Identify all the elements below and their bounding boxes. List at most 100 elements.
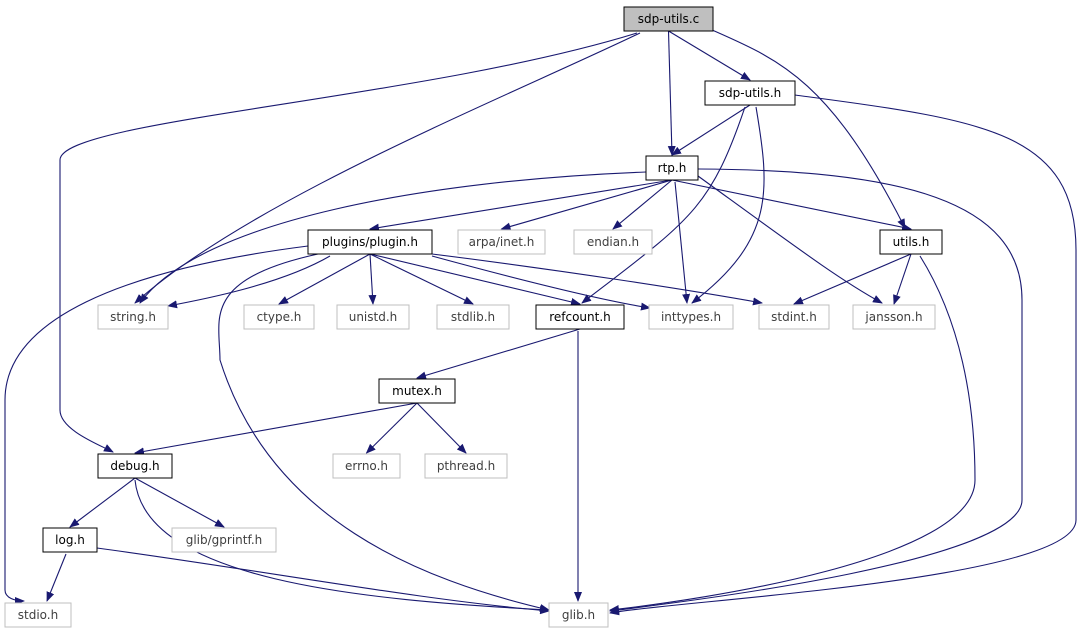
node-box xyxy=(548,602,609,628)
edge-mutex-h-to-pthread-h xyxy=(416,402,467,454)
node-jansson-h[interactable]: jansson.h xyxy=(852,304,936,330)
edge-utils-h-to-jansson-h xyxy=(893,253,912,305)
node-label: mutex.h xyxy=(392,384,442,398)
edge-sdp-utils-h-to-rtp-h xyxy=(671,104,751,156)
node-box xyxy=(623,6,714,32)
node-label: unistd.h xyxy=(349,310,398,324)
edge-plugin-h-to-refcount-h xyxy=(369,253,581,306)
node-box xyxy=(648,304,734,330)
edge-log-h-to-stdio-h xyxy=(46,553,67,602)
node-box xyxy=(573,229,653,255)
node-inttypes-h[interactable]: inttypes.h xyxy=(648,304,734,330)
node-stdlib-h[interactable]: stdlib.h xyxy=(436,304,510,330)
edges-layer xyxy=(4,29,1077,616)
edge-rtp-h-to-plugin-h xyxy=(369,179,673,232)
edge-plugin-h-to-stdio-h xyxy=(4,245,309,605)
node-rtp-h[interactable]: rtp.h xyxy=(645,155,699,181)
node-label: rtp.h xyxy=(658,161,687,175)
node-box xyxy=(42,527,98,553)
node-plugin-h[interactable]: plugins/plugin.h xyxy=(307,229,433,255)
node-debug-h[interactable]: debug.h xyxy=(97,453,173,479)
node-string-h[interactable]: string.h xyxy=(97,304,169,330)
node-box xyxy=(97,304,169,330)
node-label: stdlib.h xyxy=(451,310,495,324)
node-label: string.h xyxy=(110,310,156,324)
node-ctype-h[interactable]: ctype.h xyxy=(243,304,315,330)
edge-sdp-utils-c-to-rtp-h xyxy=(667,30,676,156)
node-sdp-utils-c[interactable]: sdp-utils.c xyxy=(623,6,714,32)
edge-sdp-utils-c-to-sdp-utils-h xyxy=(668,30,751,81)
node-label: plugins/plugin.h xyxy=(322,235,418,249)
node-box xyxy=(243,304,315,330)
node-endian-h[interactable]: endian.h xyxy=(573,229,653,255)
node-label: stdio.h xyxy=(18,608,58,622)
node-stdint-h[interactable]: stdint.h xyxy=(758,304,830,330)
node-box xyxy=(307,229,433,255)
node-stdio-h[interactable]: stdio.h xyxy=(4,602,72,628)
node-label: stdint.h xyxy=(771,310,817,324)
node-box xyxy=(852,304,936,330)
node-label: pthread.h xyxy=(437,459,495,473)
node-label: endian.h xyxy=(587,235,639,249)
edge-sdp-utils-c-to-debug-h xyxy=(59,32,638,453)
edge-debug-h-to-gprintf-h xyxy=(134,477,225,528)
node-mutex-h[interactable]: mutex.h xyxy=(378,378,456,404)
edge-debug-h-to-log-h xyxy=(69,477,136,528)
node-label: arpa/inet.h xyxy=(469,235,535,249)
edge-mutex-h-to-errno-h xyxy=(365,402,418,454)
node-sdp-utils-h[interactable]: sdp-utils.h xyxy=(704,80,796,106)
edge-rtp-h-to-arpa-inet-h xyxy=(500,179,673,231)
node-utils-h[interactable]: utils.h xyxy=(879,229,943,255)
edge-mutex-h-to-debug-h xyxy=(134,402,418,456)
node-label: utils.h xyxy=(893,235,930,249)
edge-utils-h-to-stdint-h xyxy=(793,253,912,305)
edge-refcount-h-to-mutex-h xyxy=(416,328,581,380)
node-box xyxy=(378,378,456,404)
edge-rtp-h-to-glib-h xyxy=(609,168,1023,614)
node-box xyxy=(645,155,699,181)
node-unistd-h[interactable]: unistd.h xyxy=(336,304,410,330)
node-label: log.h xyxy=(55,533,85,547)
node-box xyxy=(535,304,625,330)
node-box xyxy=(4,602,72,628)
edge-plugin-h-to-unistd-h xyxy=(368,253,377,305)
node-refcount-h[interactable]: refcount.h xyxy=(535,304,625,330)
edge-plugin-h-to-stdint-h xyxy=(431,253,763,306)
node-box xyxy=(332,453,401,479)
node-label: errno.h xyxy=(345,459,388,473)
node-box xyxy=(336,304,410,330)
node-label: ctype.h xyxy=(257,310,302,324)
node-errno-h[interactable]: errno.h xyxy=(332,453,401,479)
node-box xyxy=(97,453,173,479)
edge-plugin-h-to-string-h xyxy=(167,255,331,309)
node-log-h[interactable]: log.h xyxy=(42,527,98,553)
node-box xyxy=(424,453,508,479)
edge-sdp-utils-c-to-utils-h xyxy=(711,29,906,229)
edge-plugin-h-to-glib-h xyxy=(218,253,550,612)
node-box xyxy=(436,304,510,330)
node-label: glib.h xyxy=(562,608,595,622)
edge-utils-h-to-glib-h xyxy=(609,255,976,613)
edge-sdp-utils-h-to-glib-h xyxy=(609,94,1077,616)
node-label: jansson.h xyxy=(864,310,922,324)
nodes-layer: sdp-utils.c sdp-utils.h rtp.h plugins/plugi… xyxy=(4,6,943,628)
node-box xyxy=(704,80,796,106)
edge-rtp-h-to-jansson-h xyxy=(697,175,883,304)
node-label: glib/gprintf.h xyxy=(186,533,263,547)
edge-rtp-h-to-endian-h xyxy=(612,179,673,230)
edge-rtp-h-to-inttypes-h xyxy=(674,181,691,304)
node-label: inttypes.h xyxy=(661,310,721,324)
edge-rtp-h-to-utils-h xyxy=(671,179,912,232)
edge-log-h-to-glib-h xyxy=(96,547,550,615)
edge-plugin-h-to-ctype-h xyxy=(278,253,371,305)
node-box xyxy=(171,527,277,553)
node-label: sdp-utils.c xyxy=(638,12,699,26)
node-box xyxy=(457,229,546,255)
node-gprintf-h[interactable]: glib/gprintf.h xyxy=(171,527,277,553)
node-arpa-inet-h[interactable]: arpa/inet.h xyxy=(457,229,546,255)
node-glib-h[interactable]: glib.h xyxy=(548,602,609,628)
edge-sdp-utils-h-to-inttypes-h xyxy=(691,106,765,304)
node-pthread-h[interactable]: pthread.h xyxy=(424,453,508,479)
edge-sdp-utils-h-to-refcount-h xyxy=(581,106,746,304)
